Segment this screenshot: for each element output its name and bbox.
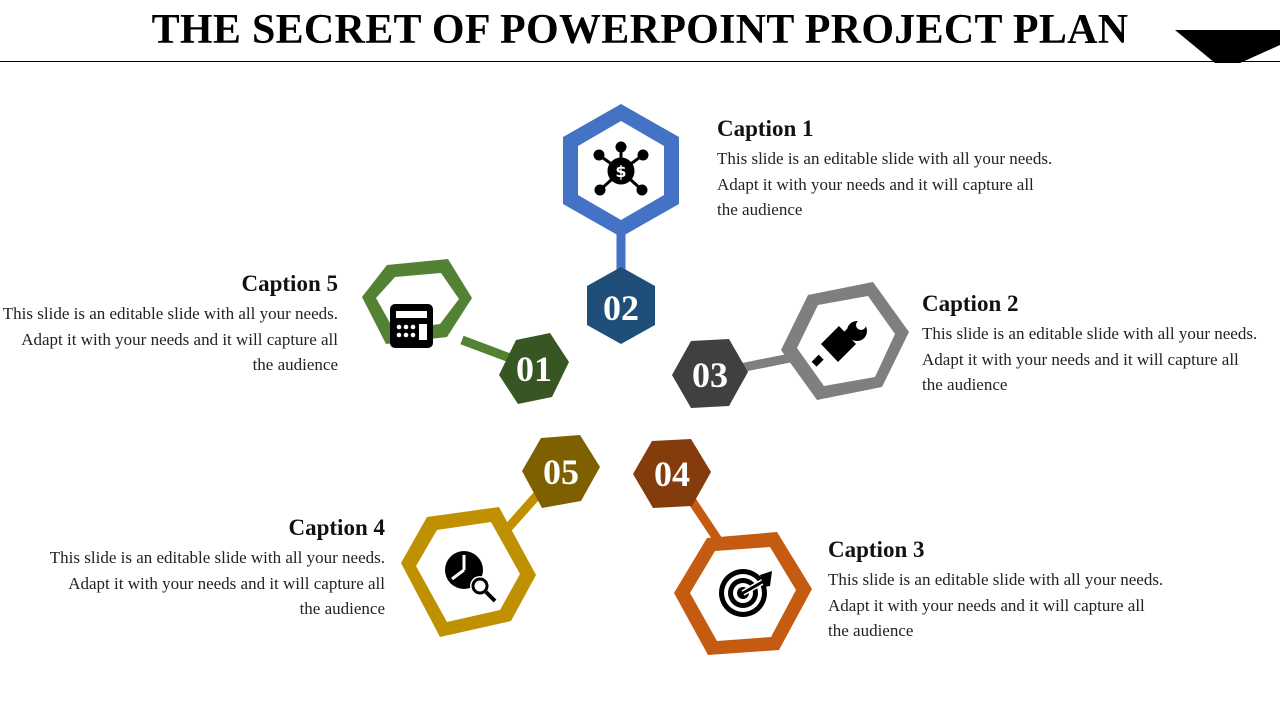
caption-2: Caption 2 This slide is an editable slid… <box>922 291 1262 398</box>
number-05: 05 <box>543 452 579 492</box>
caption-5: Caption 5 This slide is an editable slid… <box>0 271 338 378</box>
connector-01 <box>460 335 512 363</box>
number-hex-03: 03 <box>672 339 748 408</box>
number-hex-04: 04 <box>633 439 711 508</box>
slide-title: THE SECRET OF POWERPOINT PROJECT PLAN <box>151 7 1129 53</box>
clock-search-icon <box>445 551 497 603</box>
money-network-icon: $ <box>593 141 649 196</box>
caption-3-text: This slide is an editable slide with all… <box>828 570 1164 640</box>
caption-1-text: This slide is an editable slide with all… <box>717 149 1053 219</box>
number-02: 02 <box>603 288 639 328</box>
caption-2-title: Caption 2 <box>922 291 1019 316</box>
number-01: 01 <box>516 349 552 389</box>
target-plug-icon <box>719 569 772 617</box>
number-03: 03 <box>692 355 728 395</box>
corner-decoration <box>1175 30 1280 63</box>
number-hex-02: 02 <box>587 267 655 344</box>
number-04: 04 <box>654 454 690 494</box>
calculator-icon <box>390 304 433 348</box>
caption-4-text: This slide is an editable slide with all… <box>49 548 385 618</box>
number-hex-01: 01 <box>499 333 569 404</box>
caption-3-title: Caption 3 <box>828 537 925 562</box>
svg-text:$: $ <box>615 162 626 181</box>
caption-1: Caption 1 This slide is an editable slid… <box>717 116 1057 223</box>
caption-4: Caption 4 This slide is an editable slid… <box>45 515 385 622</box>
wrench-plug-icon <box>811 320 867 367</box>
caption-5-title: Caption 5 <box>241 271 339 296</box>
number-hex-05: 05 <box>522 435 600 508</box>
caption-1-title: Caption 1 <box>717 116 814 141</box>
caption-4-title: Caption 4 <box>288 515 386 540</box>
connector-05 <box>504 489 544 531</box>
caption-5-text: This slide is an editable slide with all… <box>2 304 338 374</box>
connector-03 <box>739 353 791 373</box>
title-underline <box>0 61 1280 62</box>
caption-3: Caption 3 This slide is an editable slid… <box>828 537 1168 644</box>
caption-2-text: This slide is an editable slide with all… <box>922 324 1258 394</box>
